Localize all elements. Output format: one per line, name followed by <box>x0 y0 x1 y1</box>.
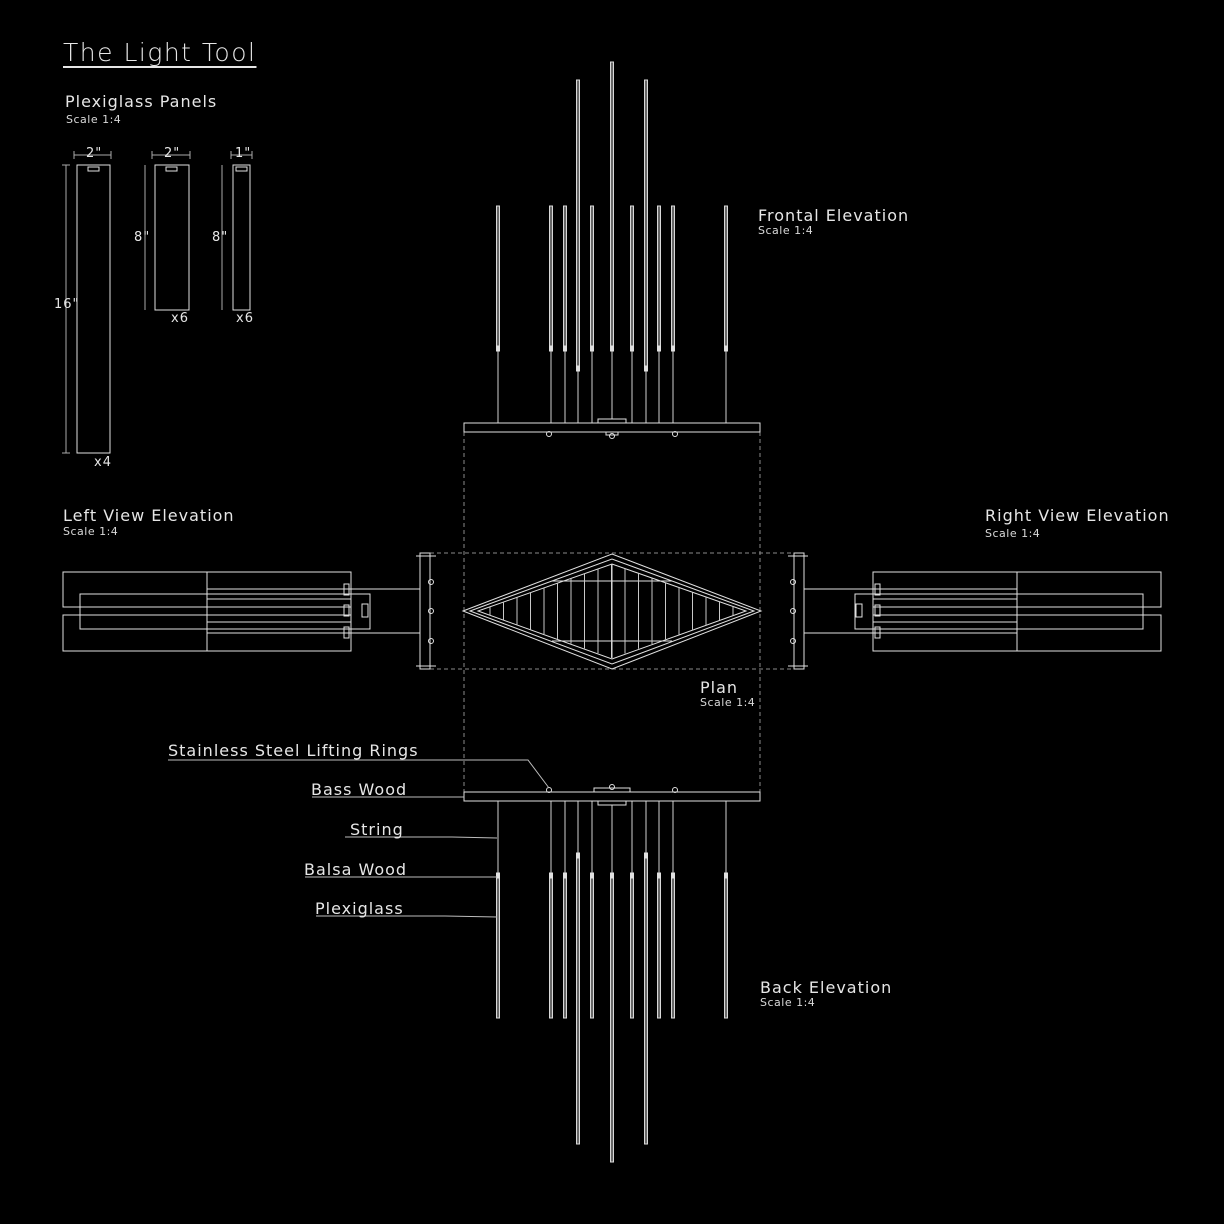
left-view-heading: Left View Elevation <box>63 506 235 525</box>
panel-16in-slot <box>87 166 100 172</box>
plan-view <box>416 552 808 670</box>
panel-8in-wide-slot <box>165 166 178 172</box>
back-lifting-ring <box>672 787 678 793</box>
frontal-balsa-wood-block <box>644 365 648 372</box>
plan-heading: Plan <box>700 678 739 697</box>
frontal-lifting-ring <box>546 431 552 437</box>
frontal-balsa-wood-block <box>563 345 567 352</box>
frontal-lifting-ring <box>609 433 615 439</box>
panel-16in-width: 2" <box>86 146 103 161</box>
panel-8in-narrow-height: 8" <box>212 230 229 245</box>
frontal-balsa-wood-block <box>657 345 661 352</box>
back-center-block <box>597 800 627 806</box>
frontal-center-slot <box>605 431 619 436</box>
callout-string: String <box>350 820 404 839</box>
plan-left-bracket <box>419 552 431 670</box>
plan-scale: Scale 1:4 <box>700 696 756 709</box>
back-bass-wood-bar <box>463 791 761 802</box>
callout-balsa-wood: Balsa Wood <box>304 860 408 879</box>
projection-lines <box>430 432 800 796</box>
back-balsa-wood-block <box>671 872 675 879</box>
panel-16in-count: x4 <box>94 455 112 470</box>
panels-scale: Scale 1:4 <box>66 113 122 126</box>
frontal-balsa-wood-block <box>590 345 594 352</box>
callout-plexiglass: Plexiglass <box>315 899 404 918</box>
callout-leaders <box>168 759 550 918</box>
back-center-slot <box>593 787 631 793</box>
page-title: The Light Tool <box>63 38 257 67</box>
frontal-center-block <box>597 418 627 424</box>
back-strings <box>496 801 728 1163</box>
frontal-balsa-wood-block <box>671 345 675 352</box>
callout-bass-wood: Bass Wood <box>311 780 408 799</box>
plan-hatch-lines <box>489 564 734 658</box>
panel-16in <box>76 164 111 454</box>
frontal-balsa-wood-block <box>630 345 634 352</box>
leader-lifting-rings <box>168 759 550 789</box>
callout-lifting-rings: Stainless Steel Lifting Rings <box>168 741 419 760</box>
leader-plexiglass <box>316 915 498 918</box>
back-balsa-wood-block <box>549 872 553 879</box>
panel-8in-narrow-count: x6 <box>236 311 254 326</box>
leader-string <box>345 836 498 839</box>
back-balsa-wood-block <box>563 872 567 879</box>
frontal-balsa-wood-block <box>724 345 728 352</box>
panel-8in-wide <box>154 164 190 311</box>
frontal-elevation <box>463 61 761 439</box>
panel-8in-wide-count: x6 <box>171 311 189 326</box>
back-lifting-ring <box>609 784 615 790</box>
frontal-bass-wood-bar <box>463 422 761 433</box>
panel-8in-wide-height: 8" <box>134 230 151 245</box>
back-balsa-wood-block <box>576 852 580 859</box>
panel-8in-wide-width: 2" <box>164 146 181 161</box>
plan-diamond-mid <box>468 558 756 665</box>
plan-right-bracket <box>793 552 805 670</box>
frontal-balsa-wood-block <box>549 345 553 352</box>
frontal-balsa-wood-block <box>496 345 500 352</box>
left-view-scale: Scale 1:4 <box>63 525 119 538</box>
back-scale: Scale 1:4 <box>760 996 816 1009</box>
frontal-lifting-ring <box>672 431 678 437</box>
back-heading: Back Elevation <box>760 978 893 997</box>
panel-8in-narrow <box>232 164 251 311</box>
back-balsa-wood-block <box>644 852 648 859</box>
panel-8in-narrow-width: 1" <box>235 146 252 161</box>
back-balsa-wood-block <box>724 872 728 879</box>
back-balsa-wood-block <box>590 872 594 879</box>
plan-diamond-inner <box>476 563 748 660</box>
frontal-balsa-wood-block <box>576 365 580 372</box>
frontal-heading: Frontal Elevation <box>758 206 910 225</box>
panel-8in-narrow-slot <box>235 166 248 172</box>
back-balsa-wood-block <box>657 872 661 879</box>
plexiglass-panels-diagram <box>62 151 253 454</box>
back-balsa-wood-block <box>610 872 614 879</box>
right-view-scale: Scale 1:4 <box>985 527 1041 540</box>
back-balsa-wood-block <box>496 872 500 879</box>
back-elevation <box>463 784 761 1163</box>
frontal-scale: Scale 1:4 <box>758 224 814 237</box>
plan-diamond-outer <box>461 553 763 670</box>
back-balsa-wood-block <box>630 872 634 879</box>
frontal-balsa-wood-block <box>610 345 614 352</box>
right-view-heading: Right View Elevation <box>985 506 1170 525</box>
right-view-elevation <box>804 571 1162 652</box>
panels-heading: Plexiglass Panels <box>65 92 218 111</box>
panel-16in-height: 16" <box>54 297 80 312</box>
frontal-strings <box>496 61 728 423</box>
left-view-elevation <box>62 571 420 652</box>
